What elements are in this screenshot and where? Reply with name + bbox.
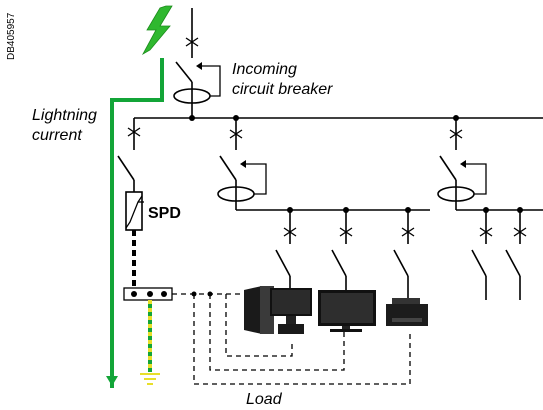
sub-distribution-1 (217, 118, 430, 277)
load-earth-connections (172, 291, 411, 385)
lightning-bolt-icon (141, 5, 173, 56)
incoming-label-line2: circuit breaker (232, 81, 333, 98)
document-reference: DB405957 (6, 12, 17, 60)
desktop-computer-icon (244, 276, 312, 334)
lightning-label-line1: Lightning (32, 107, 97, 124)
spd-branch (117, 118, 141, 192)
printer-icon (386, 276, 428, 326)
lightning-current-path (106, 58, 164, 388)
lightning-label-line2: current (32, 127, 82, 144)
load-label: Load (246, 391, 283, 408)
spd-device (125, 191, 144, 231)
incoming-circuit-breaker (173, 61, 221, 118)
monitor-icon (318, 276, 376, 332)
spd-label: SPD (148, 205, 181, 222)
sub-distribution-2 (437, 118, 543, 300)
incoming-supply (185, 8, 199, 58)
incoming-label-line1: Incoming (232, 61, 297, 78)
earth-terminal-bar (123, 287, 173, 301)
earth-ground-icon (140, 373, 160, 385)
main-busbar (134, 115, 543, 121)
